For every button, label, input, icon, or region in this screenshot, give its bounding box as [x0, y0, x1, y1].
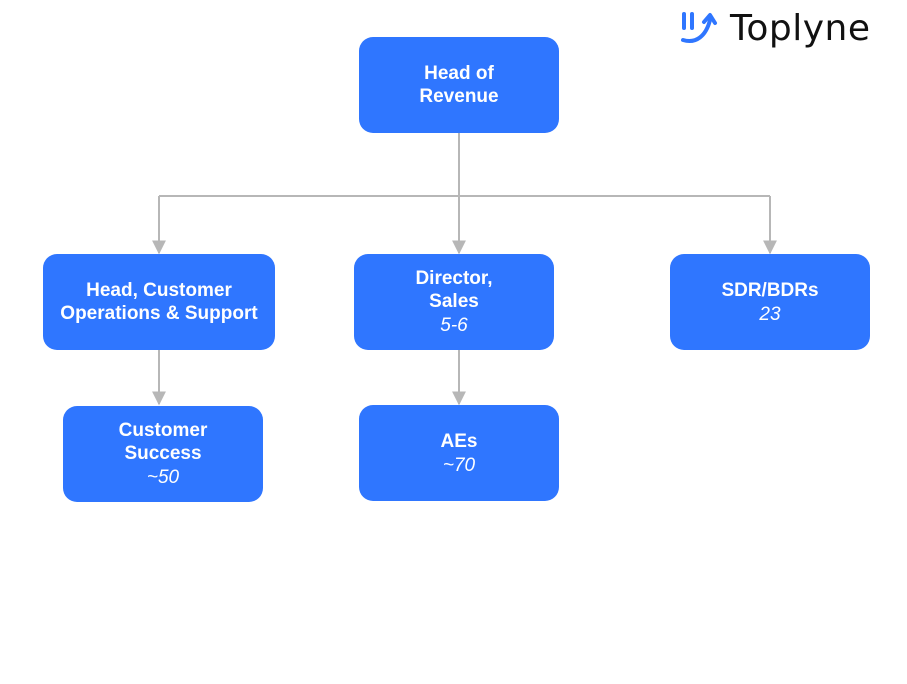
node-title: AEs [440, 430, 478, 452]
node-count: ~50 [146, 467, 180, 488]
node-title: SDR/BDRs [721, 279, 819, 301]
node-count: 5-6 [440, 315, 468, 336]
brand-logo: Toplyne [680, 10, 871, 48]
brand-name: Toplyne [730, 8, 871, 49]
node-director-sales: Director,Sales 5-6 [354, 254, 554, 350]
node-sdr-bdrs: SDR/BDRs 23 [670, 254, 870, 350]
signal-arrow-icon [681, 12, 717, 43]
node-count: ~70 [442, 454, 476, 476]
node-aes: AEs ~70 [359, 405, 559, 501]
node-count: 23 [759, 303, 781, 325]
node-title: Director,Sales [415, 268, 493, 312]
